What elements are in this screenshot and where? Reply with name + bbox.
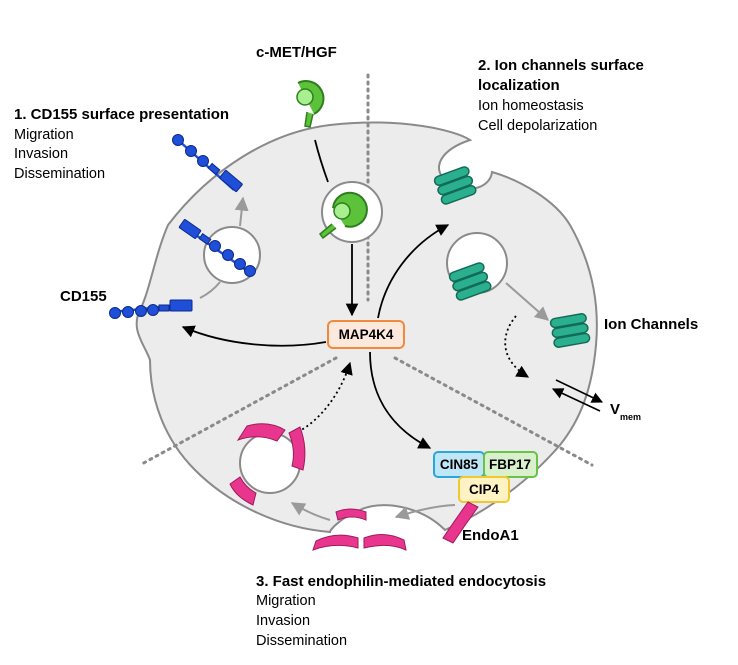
ion-channel-vesicle xyxy=(448,262,492,301)
section1-item-0: Migration xyxy=(14,127,74,143)
map4k4-node xyxy=(327,320,405,349)
separator-left xyxy=(138,356,338,467)
section2-item-0: Ion homeostasis xyxy=(478,98,584,114)
arrow-endocytosis-to-map4k4 xyxy=(297,361,353,433)
vesicle-endocytosis xyxy=(239,432,301,494)
arrow-vmem-in xyxy=(551,388,601,412)
cd155-receptor-vesicle xyxy=(178,219,256,277)
fbp17-label: FBP17 xyxy=(489,457,531,472)
ion-channel-right xyxy=(549,313,591,348)
endoa1-protein xyxy=(442,501,479,544)
arrow-map4k4-to-ion-channels xyxy=(377,224,450,319)
arrow-map4k4-to-cin85 xyxy=(369,351,432,449)
fbp17-node xyxy=(483,451,538,478)
arrow-map4k4-to-cd155 xyxy=(181,325,327,347)
vmem-subscript: mem xyxy=(620,412,641,422)
section1-title: 1. CD155 surface presentation xyxy=(14,106,229,123)
separator-right xyxy=(393,356,594,467)
cip4-label: CIP4 xyxy=(469,482,500,497)
section2-item-1: Cell depolarization xyxy=(478,118,597,134)
ion-channels-label: Ion Channels xyxy=(604,316,698,333)
cmet-receptor-vesicle xyxy=(318,191,368,240)
section3-title: 3. Fast endophilin-mediated endocytosis xyxy=(256,573,546,590)
arrow-surface-to-vesicle-cd155 xyxy=(199,281,221,299)
arrow-vmem-out xyxy=(555,379,604,403)
cd155-receptor-top xyxy=(172,134,243,192)
arrow-vesicle-to-ion-channel xyxy=(505,282,550,321)
section1-item-1: Invasion xyxy=(14,146,68,162)
ion-channel-surface xyxy=(433,166,477,205)
endoa1-label: EndoA1 xyxy=(462,527,519,544)
cmet-label: c-MET/HGF xyxy=(256,44,337,61)
arrow-vesicle-to-surface-cd155 xyxy=(234,196,249,227)
cip4-node xyxy=(458,476,510,503)
section2-title-line2: localization xyxy=(478,77,560,94)
section3-item-1: Invasion xyxy=(256,613,310,629)
endophilin-pit xyxy=(312,508,407,551)
section2-title-line1: 2. Ion channels surface xyxy=(478,57,644,74)
endophilin-coat-vesicle xyxy=(229,423,306,506)
cd155-receptor-left xyxy=(109,299,193,319)
vmem-main: V xyxy=(610,401,620,418)
map4k4-label: MAP4K4 xyxy=(339,327,394,342)
arrow-cip4-to-pit xyxy=(394,504,456,520)
arrow-pit-to-vesicle xyxy=(290,502,331,521)
section1-item-2: Dissemination xyxy=(14,166,105,182)
cin85-label: CIN85 xyxy=(440,457,479,472)
cd155-label: CD155 xyxy=(60,288,107,305)
section3-item-2: Dissemination xyxy=(256,633,347,649)
cmet-internalization-line xyxy=(314,139,329,183)
cmet-receptor-surface xyxy=(296,80,325,128)
vmem-label: Vmem xyxy=(610,401,641,422)
section3-item-0: Migration xyxy=(256,593,316,609)
